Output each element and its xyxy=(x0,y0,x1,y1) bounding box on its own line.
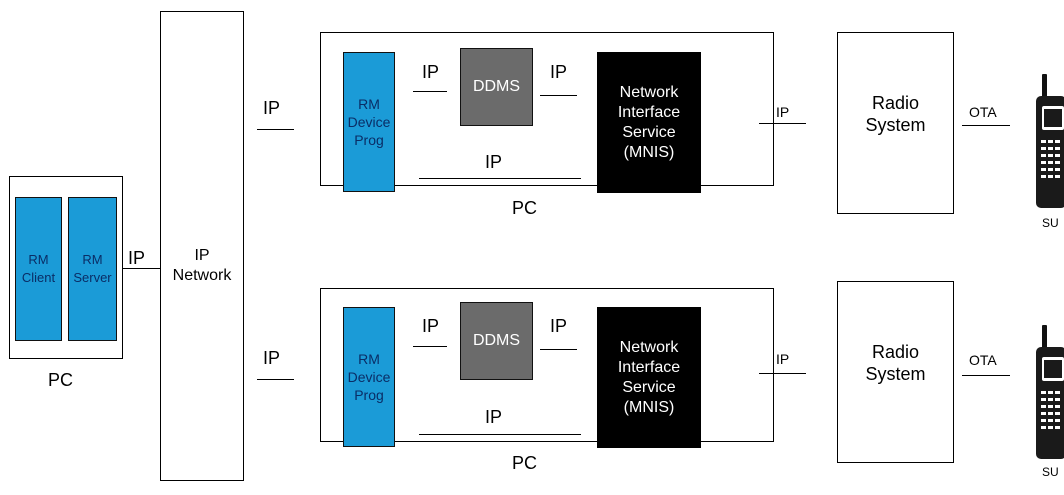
branch1-ddms-block: DDMS xyxy=(460,48,533,126)
handheld-radio-icon xyxy=(1036,74,1064,208)
branch2-radio-system-label: Radio System xyxy=(865,342,926,384)
branch2-ip-bottom-line xyxy=(419,434,581,435)
branch1-in-line xyxy=(257,129,294,130)
branch2-ip-left-line xyxy=(413,346,447,347)
rm-server-block: RM Server xyxy=(68,197,117,341)
branch2-in-line xyxy=(257,379,294,380)
branch1-ip-bottom-label: IP xyxy=(485,152,503,172)
branch1-ip-right-line xyxy=(540,95,577,96)
branch2-ip-right-label: IP xyxy=(550,316,568,336)
ip-network-label: IP Network xyxy=(172,247,232,284)
branch2-ip-to-radio-label: IP xyxy=(776,351,790,367)
branch2-ip-bottom-label: IP xyxy=(485,407,503,427)
branch1-ota-label: OTA xyxy=(969,104,997,120)
handheld-radio-icon xyxy=(1036,325,1064,459)
ip-network-box xyxy=(160,11,244,481)
branch2-ip-to-radio-line xyxy=(759,373,806,374)
branch1-ip-to-radio-label: IP xyxy=(776,104,790,120)
branch1-pc-label: PC xyxy=(512,198,538,218)
left-pc-label: PC xyxy=(48,370,74,390)
branch1-mnis-block: Network Interface Service (MNIS) xyxy=(597,52,701,193)
branch1-ip-to-radio-line xyxy=(759,123,806,124)
branch1-radio-system-box xyxy=(837,32,954,214)
branch1-su-label: SU xyxy=(1042,216,1059,230)
branch1-ip-left-line xyxy=(413,91,447,92)
branch2-su-label: SU xyxy=(1042,465,1059,479)
left-pc-ip-label: IP xyxy=(128,248,146,268)
branch2-in-ip-label: IP xyxy=(263,348,281,368)
branch2-ddms-block: DDMS xyxy=(460,302,533,380)
left-pc-link-line xyxy=(123,268,160,269)
branch2-pc-label: PC xyxy=(512,453,538,473)
rm-client-block: RM Client xyxy=(15,197,62,341)
branch2-ip-right-line xyxy=(540,349,577,350)
branch1-ip-left-label: IP xyxy=(422,62,440,82)
branch1-in-ip-label: IP xyxy=(263,98,281,118)
branch1-device-prog-block: RM Device Prog xyxy=(343,52,395,192)
branch1-ip-bottom-line xyxy=(419,178,581,179)
branch2-ota-label: OTA xyxy=(969,352,997,368)
branch1-radio-system-label: Radio System xyxy=(865,93,926,135)
branch2-mnis-block: Network Interface Service (MNIS) xyxy=(597,307,701,448)
branch2-ota-line xyxy=(962,375,1010,376)
branch2-radio-system-box xyxy=(837,281,954,463)
branch1-ota-line xyxy=(962,125,1010,126)
branch2-ip-left-label: IP xyxy=(422,316,440,336)
branch1-ip-right-label: IP xyxy=(550,62,568,82)
branch2-device-prog-block: RM Device Prog xyxy=(343,307,395,447)
